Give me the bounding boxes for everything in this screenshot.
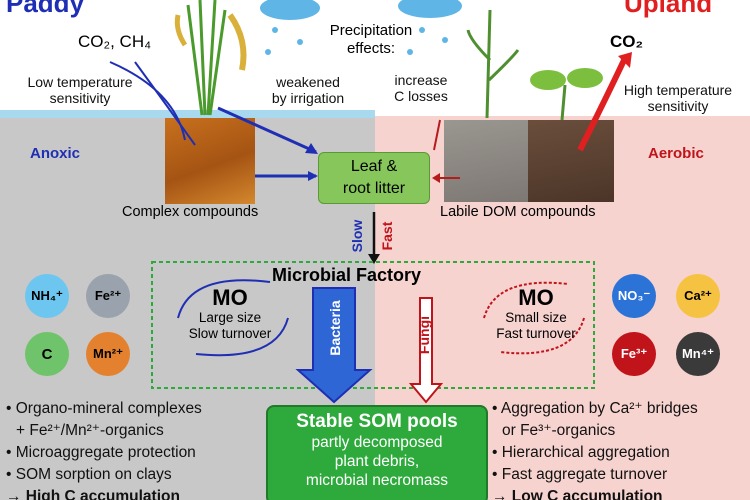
- methane-arrow: [109, 61, 186, 141]
- mn4-circle: Mn⁴⁺: [676, 332, 720, 376]
- upland-title: Upland: [624, 0, 713, 18]
- paddy-title: Paddy: [6, 0, 85, 18]
- upland-to-litter-arrow: [433, 119, 441, 151]
- labile-dom-label: Labile DOM compounds: [440, 204, 596, 220]
- co2-red-arrow: [577, 56, 628, 152]
- rain-drops-icon: [265, 27, 448, 55]
- anoxic-label: Anoxic: [30, 145, 81, 162]
- mo-left-text: MO Large size Slow turnover: [188, 285, 272, 342]
- mo-cycle-left-icon: [177, 279, 271, 319]
- microbial-factory-box: [151, 261, 595, 389]
- paddy-soil-image: [165, 118, 255, 204]
- mo-right-text: MO Small size Fast turnover: [496, 285, 576, 342]
- upland-soil-image-left: [444, 120, 528, 202]
- upland-co2-label: CO₂: [610, 32, 644, 51]
- mo-cycle-right-icon: [483, 281, 569, 319]
- seedling-icon: [530, 68, 603, 121]
- stable-som-box: Stable SOM pools partly decomposed plant…: [266, 405, 488, 500]
- fungi-arrow: [408, 297, 444, 404]
- mn2-circle: Mn²⁺: [86, 332, 130, 376]
- upland-soil-image-right: [528, 120, 614, 202]
- som-title: Stable SOM pools: [296, 411, 458, 432]
- c-circle: C: [25, 332, 69, 376]
- aerobic-label: Aerobic: [648, 145, 704, 162]
- microbial-factory-title: Microbial Factory: [272, 265, 422, 285]
- paddy-gases-label: CO₂, CH₄: [78, 32, 152, 51]
- complex-compounds-label: Complex compounds: [122, 204, 259, 220]
- nh4-circle: NH₄⁺: [25, 274, 69, 318]
- slow-label: Slow: [349, 220, 365, 253]
- rice-plant-icon: [186, 0, 227, 116]
- bacteria-arrow: [295, 287, 373, 404]
- fungi-label: Fungi: [416, 316, 432, 354]
- cloud-icon: [260, 0, 462, 20]
- paddy-to-litter-arrow: [217, 106, 317, 154]
- water-layer: [0, 110, 375, 118]
- fe2-circle: Fe²⁺: [86, 274, 130, 318]
- no3-circle: NO₃⁻: [612, 274, 656, 318]
- bacteria-label: Bacteria: [327, 300, 343, 355]
- paddy-bullets: • Organo-mineral complexes + Fe²⁺/Mn²⁺-o…: [6, 400, 202, 500]
- corn-plant-icon: [466, 9, 520, 119]
- upland-bullets: • Aggregation by Ca²⁺ bridges or Fe³⁺-or…: [492, 400, 698, 500]
- litter-box: Leaf &root litter: [318, 152, 430, 204]
- fe3-circle: Fe³⁺: [612, 332, 656, 376]
- ca2-circle: Ca²⁺: [676, 274, 720, 318]
- rice-grain-icon: [227, 13, 247, 71]
- fast-label: Fast: [379, 221, 395, 250]
